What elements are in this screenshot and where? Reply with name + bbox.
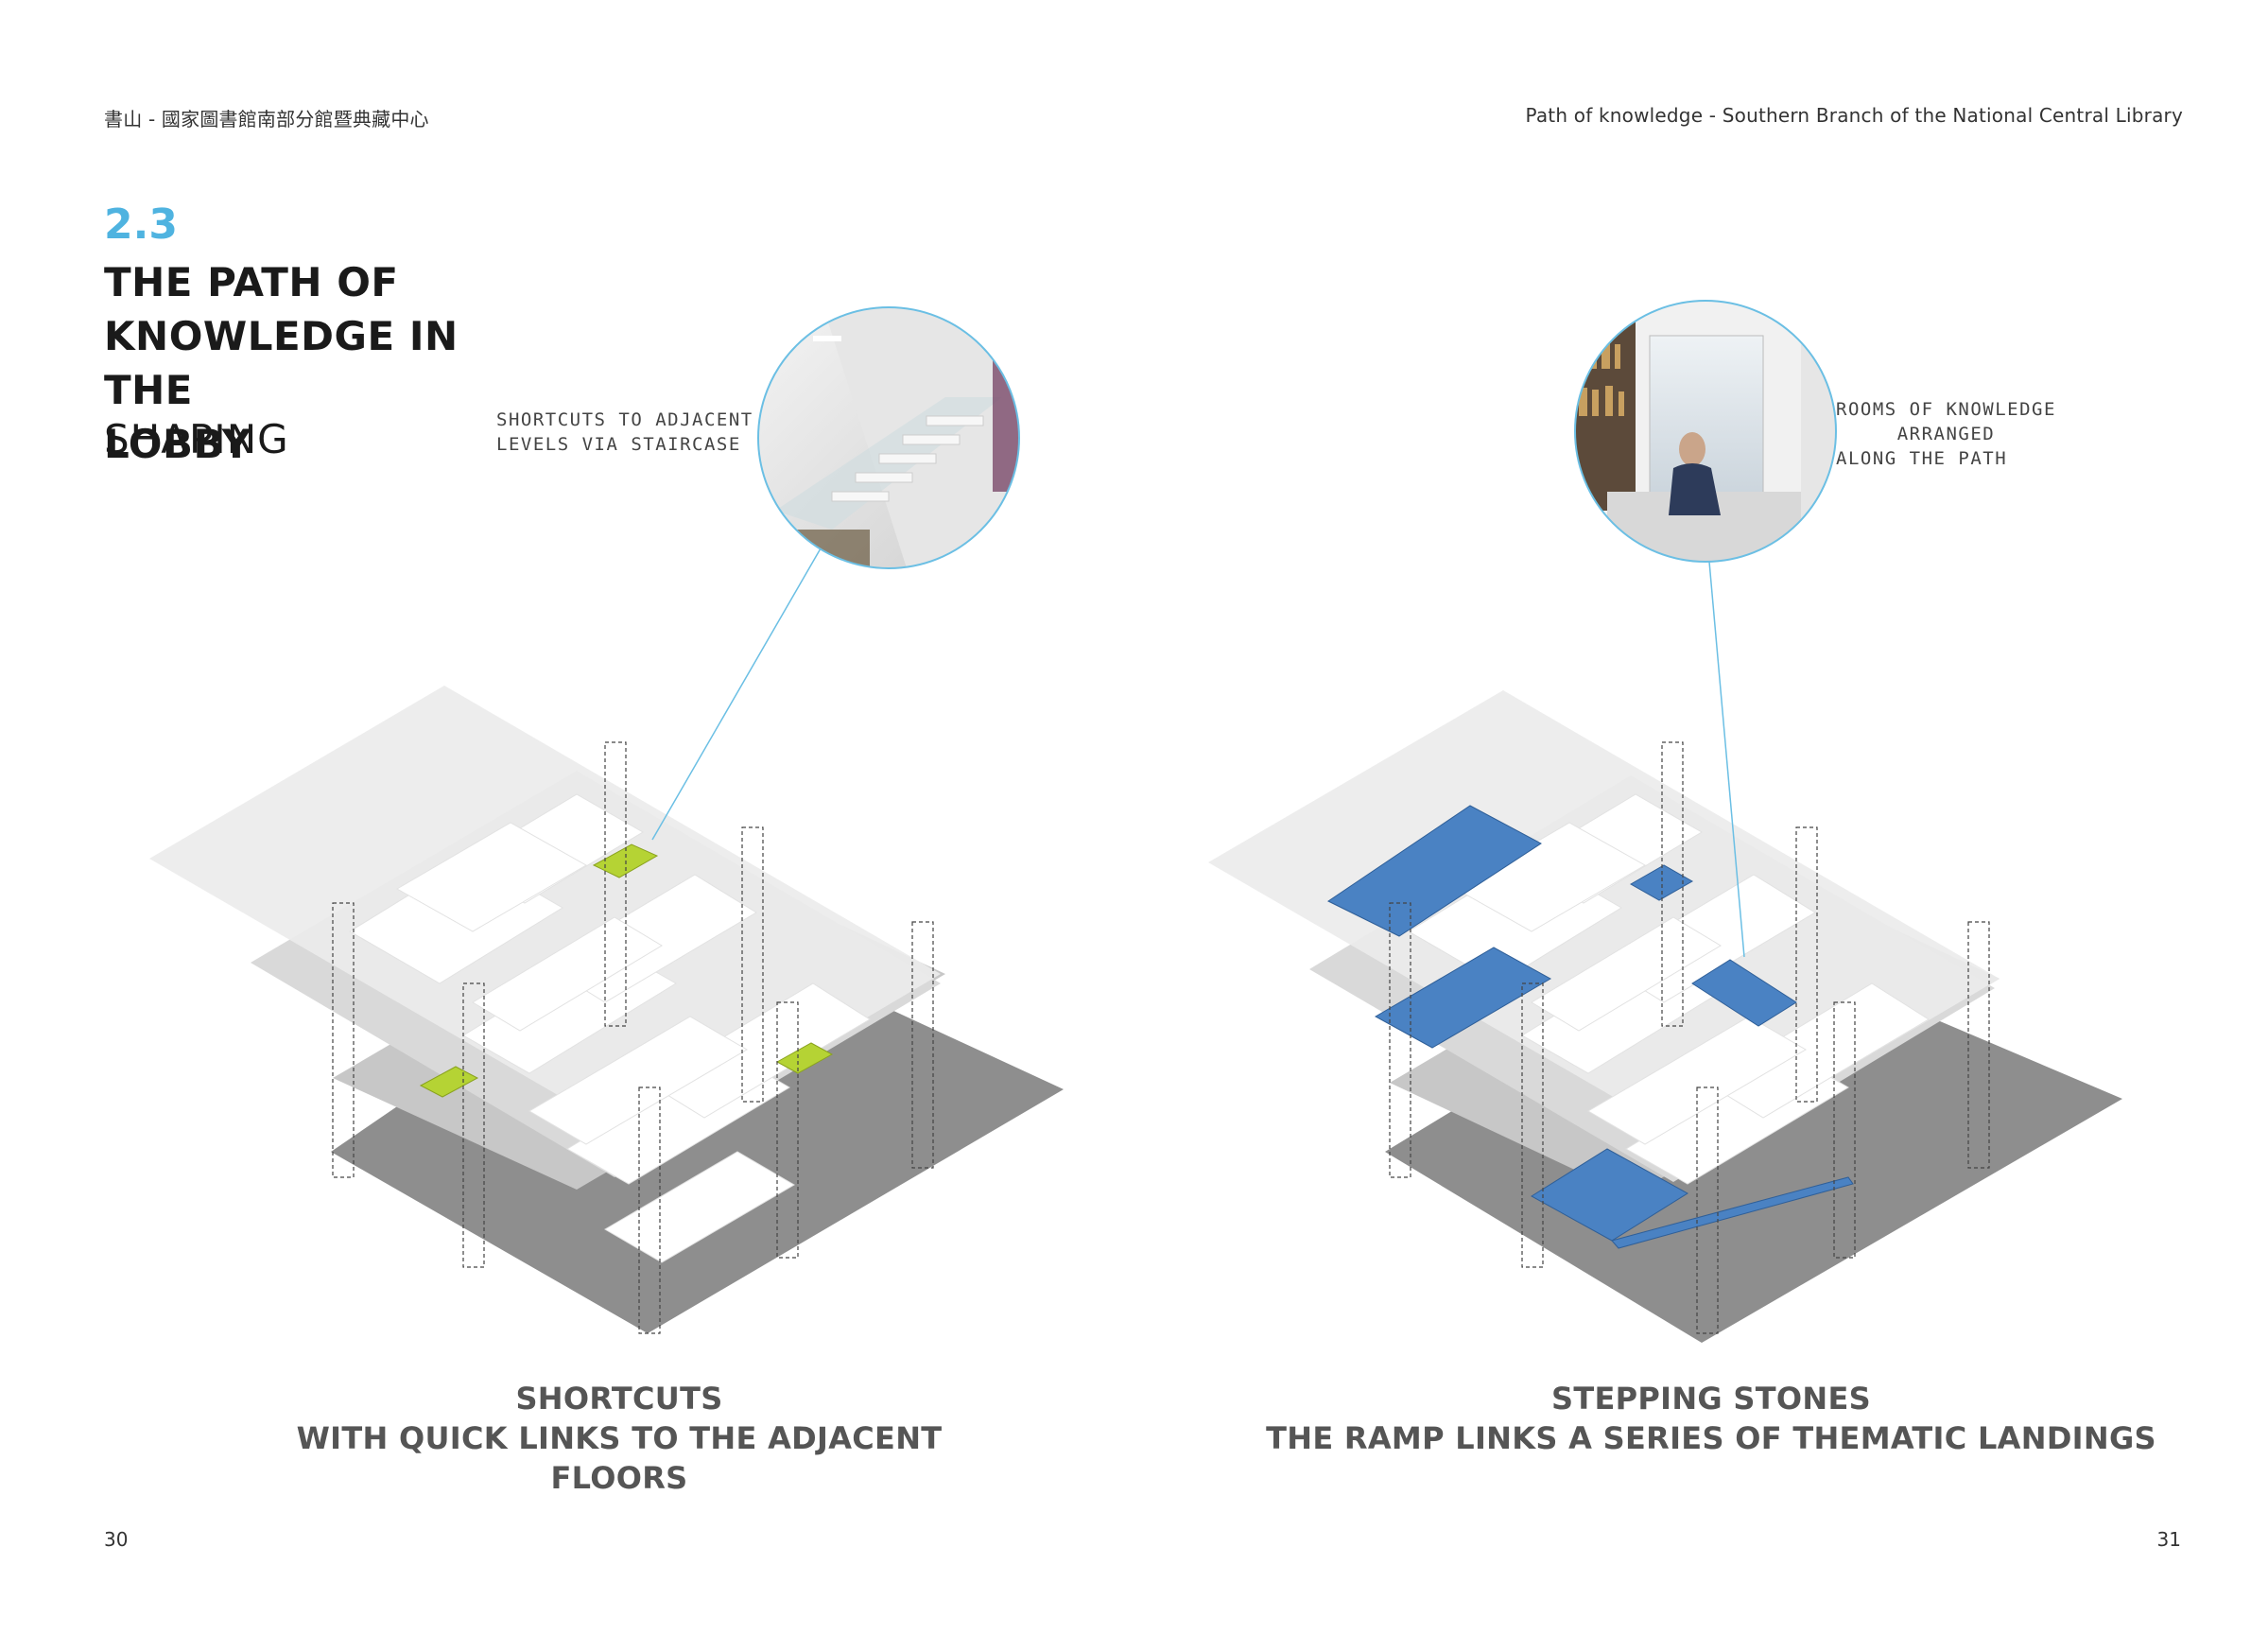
callout-rooms: ROOMS OF KNOWLEDGE ARRANGED ALONG THE PA…	[1836, 397, 2056, 471]
column	[1967, 921, 1990, 1169]
ramp-segment	[1705, 982, 1930, 1119]
callout-line: ALONG THE PATH	[1836, 448, 2008, 469]
callout-line: ARRANGED	[1836, 424, 1996, 444]
column	[332, 902, 355, 1178]
header-english-title: Path of knowledge - Southern Branch of t…	[1525, 104, 2183, 127]
column	[1833, 1001, 1856, 1259]
callout-leader-line	[1708, 561, 1745, 958]
column	[638, 1086, 661, 1334]
reading-room-photo	[1575, 301, 1836, 562]
column	[604, 741, 627, 1027]
thematic-landing	[1374, 947, 1552, 1049]
column	[1389, 902, 1411, 1178]
thematic-landing	[1611, 1176, 1854, 1249]
column	[776, 1001, 799, 1259]
callout-leader-line	[651, 548, 822, 841]
section-title-line: KNOWLEDGE IN THE	[104, 313, 459, 413]
section-subtitle: SHAPING	[104, 416, 289, 462]
shortcuts-diagram	[149, 306, 1064, 1334]
ramp-segment	[604, 1151, 795, 1263]
column	[1521, 982, 1544, 1268]
ramp-segment	[395, 822, 588, 932]
caption-shortcuts: SHORTCUTS WITH QUICK LINKS TO THE ADJACE…	[241, 1379, 997, 1498]
callout-line: SHORTCUTS TO ADJACENT	[496, 409, 753, 430]
column	[1696, 1086, 1719, 1334]
caption-subtitle: WITH QUICK LINKS TO THE ADJACENT FLOORS	[296, 1420, 943, 1496]
caption-title: STEPPING STONES	[1551, 1381, 1871, 1417]
thematic-landing	[1629, 864, 1694, 901]
ramp-segment	[472, 916, 663, 1032]
staircase-photo	[758, 307, 1019, 568]
section-title: THE PATH OF KNOWLEDGE IN THE LOBBY	[104, 255, 539, 471]
page-number-right: 31	[2156, 1528, 2181, 1551]
callout-line: LEVELS VIA STAIRCASE	[496, 434, 741, 455]
column	[1661, 741, 1684, 1027]
page-number-left: 30	[104, 1528, 129, 1551]
column	[1795, 826, 1818, 1103]
column	[462, 982, 485, 1268]
thematic-landing	[1691, 959, 1797, 1027]
caption-title: SHORTCUTS	[515, 1381, 723, 1417]
ramp-segment	[1531, 916, 1722, 1032]
caption-stepping-stones: STEPPING STONES THE RAMP LINKS A SERIES …	[1238, 1379, 2184, 1458]
section-title-line: LOBBY	[104, 421, 251, 467]
ramp-segment	[528, 1016, 748, 1145]
section-title-line: THE PATH OF	[104, 259, 399, 305]
ramp-segment	[1587, 1016, 1807, 1145]
stepping-stones-diagram	[1208, 300, 2122, 1343]
ramp-segment	[647, 982, 871, 1119]
staircase-photo-frame	[757, 306, 1020, 569]
column	[741, 826, 764, 1103]
shortcut-stair	[775, 1042, 834, 1074]
callout-shortcuts: SHORTCUTS TO ADJACENT LEVELS VIA STAIRCA…	[496, 408, 753, 457]
thematic-landing	[1531, 1148, 1688, 1242]
reading-room-photo-frame	[1574, 300, 1837, 563]
caption-subtitle: THE RAMP LINKS A SERIES OF THEMATIC LAND…	[1266, 1420, 2156, 1456]
section-number: 2.3	[104, 200, 178, 249]
thematic-landing	[1327, 805, 1542, 937]
callout-line: ROOMS OF KNOWLEDGE	[1836, 399, 2056, 420]
header-chinese-title: 書山 - 國家圖書館南部分館暨典藏中心	[104, 108, 429, 130]
column	[911, 921, 934, 1169]
